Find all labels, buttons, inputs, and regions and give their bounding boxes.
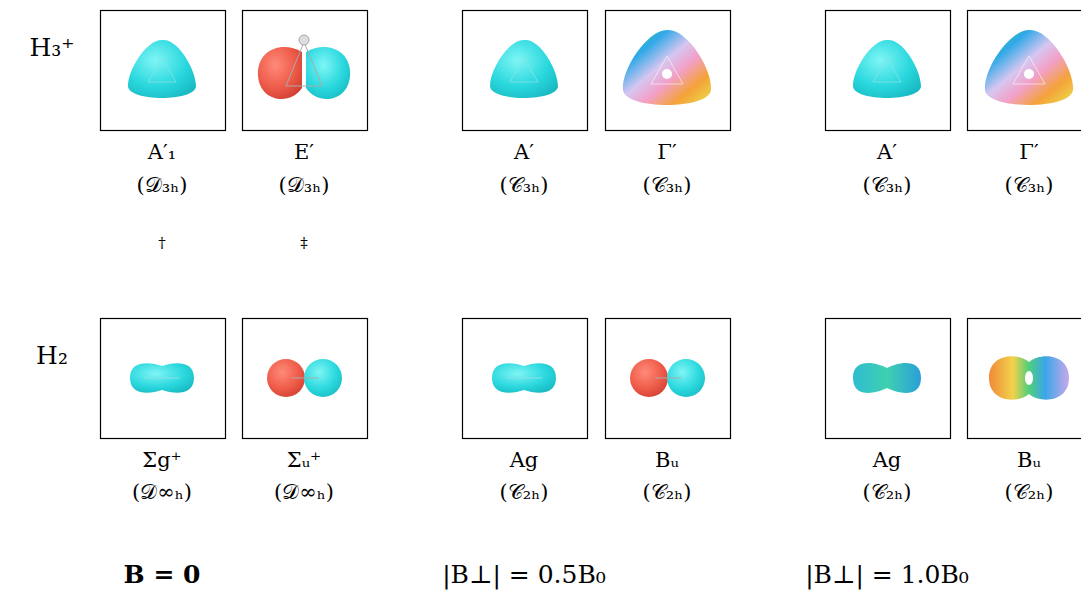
- irrep-label: Bᵤ: [1017, 449, 1041, 472]
- point-group: (𝒟∞ₕ): [132, 481, 192, 504]
- point-group: (𝒞₃ₕ): [500, 174, 549, 197]
- irrep-label: Bᵤ: [655, 449, 679, 472]
- row-label: H₃⁺: [29, 34, 74, 62]
- irrep-label: Σg⁺: [142, 449, 181, 472]
- irrep-label: Γ′: [657, 141, 676, 164]
- point-group: (𝒞₂ₕ): [643, 481, 692, 504]
- irrep-label: Σᵤ⁺: [287, 449, 321, 472]
- irrep-label: A′: [514, 141, 534, 164]
- irrep-label: Ag: [510, 449, 539, 472]
- field-label: B = 0: [124, 561, 201, 589]
- point-group: (𝒟₃ₕ): [137, 174, 188, 197]
- footnote-mark: ‡: [300, 235, 308, 252]
- irrep-label: A′₁: [148, 141, 176, 164]
- field-label: |B⊥| = 1.0B₀: [805, 561, 969, 589]
- point-group: (𝒞₂ₕ): [1005, 481, 1054, 504]
- point-group: (𝒞₃ₕ): [863, 174, 912, 197]
- row-label: H₂: [36, 342, 68, 370]
- point-group: (𝒞₃ₕ): [1005, 174, 1054, 197]
- irrep-label: Ag: [873, 449, 902, 472]
- point-group: (𝒟∞ₕ): [274, 481, 334, 504]
- irrep-label: Γ′: [1019, 141, 1038, 164]
- point-group: (𝒞₂ₕ): [500, 481, 549, 504]
- point-group: (𝒞₃ₕ): [643, 174, 692, 197]
- irrep-label: E′: [294, 141, 314, 164]
- irrep-label: A′: [877, 141, 897, 164]
- footnote-mark: †: [158, 235, 166, 252]
- field-label: |B⊥| = 0.5B₀: [442, 561, 606, 589]
- point-group: (𝒞₂ₕ): [863, 481, 912, 504]
- point-group: (𝒟₃ₕ): [279, 174, 330, 197]
